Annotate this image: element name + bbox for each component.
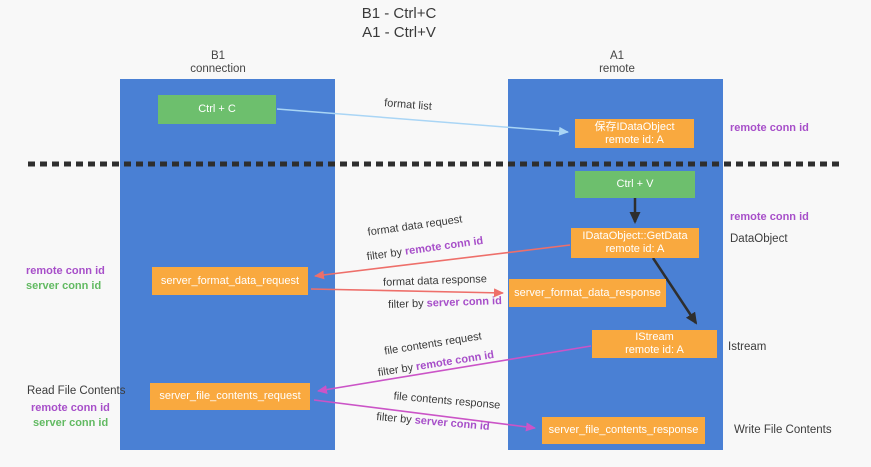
- node-server-format-data-response-label: server_format_data_response: [514, 286, 661, 299]
- label-write-file-contents: Write File Contents: [734, 424, 832, 436]
- node-server-format-data-request: server_format_data_request: [152, 267, 308, 295]
- node-save-dataobject-line1: 保存IDataObject: [594, 120, 675, 133]
- arrow-label-filter-server-2: filter by server conn id: [353, 409, 513, 435]
- arrow-label-file-contents-response: file contents response: [377, 389, 518, 413]
- diagram-title: B1 - Ctrl+C A1 - Ctrl+V: [299, 4, 499, 42]
- label-remote-conn-id-top-right: remote conn id: [730, 122, 809, 134]
- node-save-dataobject: 保存IDataObject remote id: A: [575, 119, 694, 148]
- arrow-label-format-data-response-text: format data response: [382, 273, 488, 289]
- node-istream-line1: IStream: [635, 331, 674, 343]
- lane-b1-subtitle: connection: [190, 62, 246, 75]
- filter-by-text-1: filter by: [366, 245, 406, 264]
- node-ctrl-c-label: Ctrl + C: [198, 103, 236, 115]
- filter-server-conn-id-1: server conn id: [426, 295, 503, 310]
- node-server-format-data-response: server_format_data_response: [509, 279, 666, 307]
- node-istream-line2: remote id: A: [625, 344, 684, 356]
- node-server-file-contents-response: server_file_contents_response: [542, 417, 705, 444]
- label-server-conn-id-mid-left: server conn id: [26, 280, 102, 292]
- node-server-format-data-request-label: server_format_data_request: [160, 274, 300, 287]
- node-server-file-contents-request: server_file_contents_request: [150, 383, 310, 410]
- node-server-file-contents-request-label: server_file_contents_request: [159, 390, 301, 402]
- arrow-label-format-list-text: format list: [383, 97, 433, 113]
- node-getdata-line2: remote id: A: [605, 243, 665, 255]
- node-istream: IStream remote id: A: [592, 330, 717, 358]
- node-ctrl-v: Ctrl + V: [575, 171, 695, 198]
- lane-header-a1: A1 remote: [557, 50, 677, 75]
- node-getdata-line1: IDataObject::GetData: [582, 230, 688, 242]
- lane-a1-subtitle: remote: [599, 62, 635, 75]
- label-istream: Istream: [728, 341, 767, 353]
- filter-by-text-3: filter by: [377, 361, 418, 380]
- arrow-label-format-data-request-text: format data request: [366, 213, 464, 239]
- lane-a1-name: A1: [609, 50, 625, 62]
- filter-by-text-2: filter by: [387, 297, 427, 311]
- node-save-dataobject-line2: remote id: A: [605, 133, 664, 146]
- lane-header-b1: B1 connection: [158, 50, 278, 75]
- label-read-file-contents: Read File Contents: [27, 385, 126, 397]
- label-remote-conn-id-bottom-left: remote conn id: [31, 402, 110, 414]
- arrow-format-data-response: [310, 288, 504, 298]
- lane-b1-name: B1: [210, 50, 226, 62]
- arrow-label-format-list: format list: [358, 95, 459, 115]
- filter-server-conn-id-2: server conn id: [414, 414, 491, 433]
- arrow-label-format-data-response: format data response: [365, 273, 505, 290]
- node-ctrl-c: Ctrl + C: [158, 95, 276, 124]
- label-remote-conn-id-mid-left: remote conn id: [26, 265, 105, 277]
- node-idataobject-getdata: IDataObject::GetData remote id: A: [571, 228, 699, 258]
- label-remote-conn-id-mid-right: remote conn id: [730, 211, 809, 223]
- arrow-label-file-contents-response-text: file contents response: [393, 390, 501, 412]
- node-ctrl-v-label: Ctrl + V: [616, 178, 654, 190]
- node-server-file-contents-response-label: server_file_contents_response: [548, 424, 699, 436]
- filter-by-text-4: filter by: [375, 411, 416, 427]
- arrow-label-filter-server-1: filter by server conn id: [365, 294, 525, 312]
- title-line-2: A1 - Ctrl+V: [362, 24, 436, 41]
- label-dataobject: DataObject: [730, 233, 788, 245]
- label-server-conn-id-bottom-left: server conn id: [33, 417, 109, 429]
- filter-remote-conn-id-2: remote conn id: [415, 348, 495, 374]
- filter-remote-conn-id-1: remote conn id: [404, 234, 484, 258]
- title-line-1: B1 - Ctrl+C: [361, 5, 437, 22]
